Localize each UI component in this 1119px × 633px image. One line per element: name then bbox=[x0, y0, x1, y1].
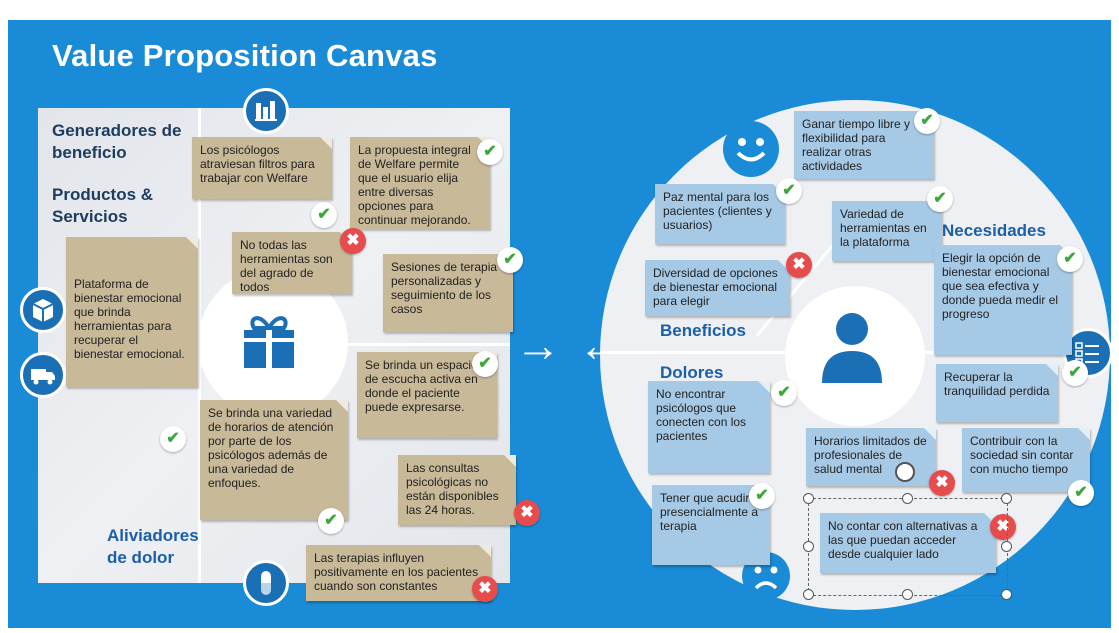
cross-icon: ✖ bbox=[786, 252, 812, 278]
box-icon bbox=[20, 287, 66, 333]
cross-icon: ✖ bbox=[340, 228, 366, 254]
check-icon: ✔ bbox=[776, 178, 802, 204]
sticky-note: Las consultas psicológicas no están disp… bbox=[398, 455, 516, 525]
heading-needs: Necesidades bbox=[942, 221, 1046, 240]
square-divider-horizontal bbox=[198, 343, 510, 346]
check-icon: ✔ bbox=[771, 380, 797, 406]
arrow-right-icon: → bbox=[515, 319, 561, 371]
cross-icon: ✖ bbox=[472, 576, 498, 602]
sticky-note: Ganar tiempo libre y flexibilidad para r… bbox=[794, 111, 934, 179]
resize-handle[interactable] bbox=[803, 541, 814, 552]
sticky-note-selected[interactable]: No contar con alternativas a las que pue… bbox=[820, 513, 996, 573]
heading-benefits: Beneficios bbox=[660, 321, 746, 340]
sticky-note: Paz mental para los pacientes (clientes … bbox=[655, 184, 785, 244]
check-icon: ✔ bbox=[749, 483, 775, 509]
check-icon: ✔ bbox=[160, 426, 186, 452]
sticky-note: Variedad de herramientas en la plataform… bbox=[832, 201, 942, 261]
sticky-note: Contribuir con la sociedad sin contar co… bbox=[962, 428, 1090, 492]
resize-handle[interactable] bbox=[803, 493, 814, 504]
resize-handle[interactable] bbox=[902, 589, 913, 600]
cross-icon: ✖ bbox=[514, 500, 540, 526]
sticky-note: Los psicólogos atraviesan filtros para t… bbox=[192, 137, 332, 199]
resize-handle[interactable] bbox=[1001, 589, 1012, 600]
check-icon: ✔ bbox=[1062, 360, 1088, 386]
sticky-note: La propuesta integral de Welfare permite… bbox=[350, 137, 490, 229]
sticky-note: Plataforma de bienestar emocional que br… bbox=[66, 237, 198, 387]
check-icon: ✔ bbox=[311, 202, 337, 228]
sticky-note: Las terapias influyen positivamente en l… bbox=[306, 545, 491, 601]
check-icon: ✔ bbox=[477, 139, 503, 165]
sticky-note: Recuperar la tranquilidad perdida bbox=[936, 364, 1058, 422]
truck-icon bbox=[20, 352, 66, 398]
check-icon: ✔ bbox=[914, 108, 940, 134]
pill-icon bbox=[243, 560, 289, 606]
resize-handle[interactable] bbox=[902, 493, 913, 504]
cross-icon: ✖ bbox=[990, 514, 1016, 540]
check-icon: ✔ bbox=[1057, 246, 1083, 272]
selection-box[interactable] bbox=[808, 498, 1008, 596]
heading-pains: Dolores bbox=[660, 363, 724, 382]
sticky-note: No todas las herramientas son del agrado… bbox=[232, 232, 352, 294]
sticky-note: Elegir la opción de bienestar emocional … bbox=[934, 245, 1072, 355]
check-icon: ✔ bbox=[497, 247, 523, 273]
user-icon bbox=[812, 305, 892, 395]
check-icon: ✔ bbox=[927, 186, 953, 212]
check-icon: ✔ bbox=[472, 351, 498, 377]
cross-icon: ✖ bbox=[929, 470, 955, 496]
resize-handle[interactable] bbox=[803, 589, 814, 600]
check-icon: ✔ bbox=[1068, 480, 1094, 506]
sticky-note: Horarios limitados de profesionales de s… bbox=[806, 428, 936, 486]
bar-chart-icon bbox=[243, 88, 289, 134]
resize-handle[interactable] bbox=[1001, 493, 1012, 504]
sticky-note: Sesiones de terapia personalizadas y seg… bbox=[383, 254, 513, 332]
gift-icon bbox=[240, 308, 298, 370]
sticky-note: Diversidad de opciones de bienestar emoc… bbox=[645, 260, 790, 316]
sticky-note: Se brinda una variedad de horarios de at… bbox=[200, 400, 348, 520]
heading-products-services: Productos & Servicios bbox=[52, 185, 154, 226]
sticky-note: No encontrar psicólogos que conecten con… bbox=[648, 381, 770, 473]
heading-pain-relievers: Aliviadores de dolor bbox=[107, 526, 199, 567]
smile-icon bbox=[720, 118, 782, 180]
resize-handle[interactable] bbox=[1001, 541, 1012, 552]
heading-gain-creators: Generadores de beneficio bbox=[52, 121, 182, 162]
page-title: Value Proposition Canvas bbox=[52, 38, 438, 73]
rotate-handle-icon[interactable] bbox=[895, 462, 915, 482]
check-icon: ✔ bbox=[318, 508, 344, 534]
